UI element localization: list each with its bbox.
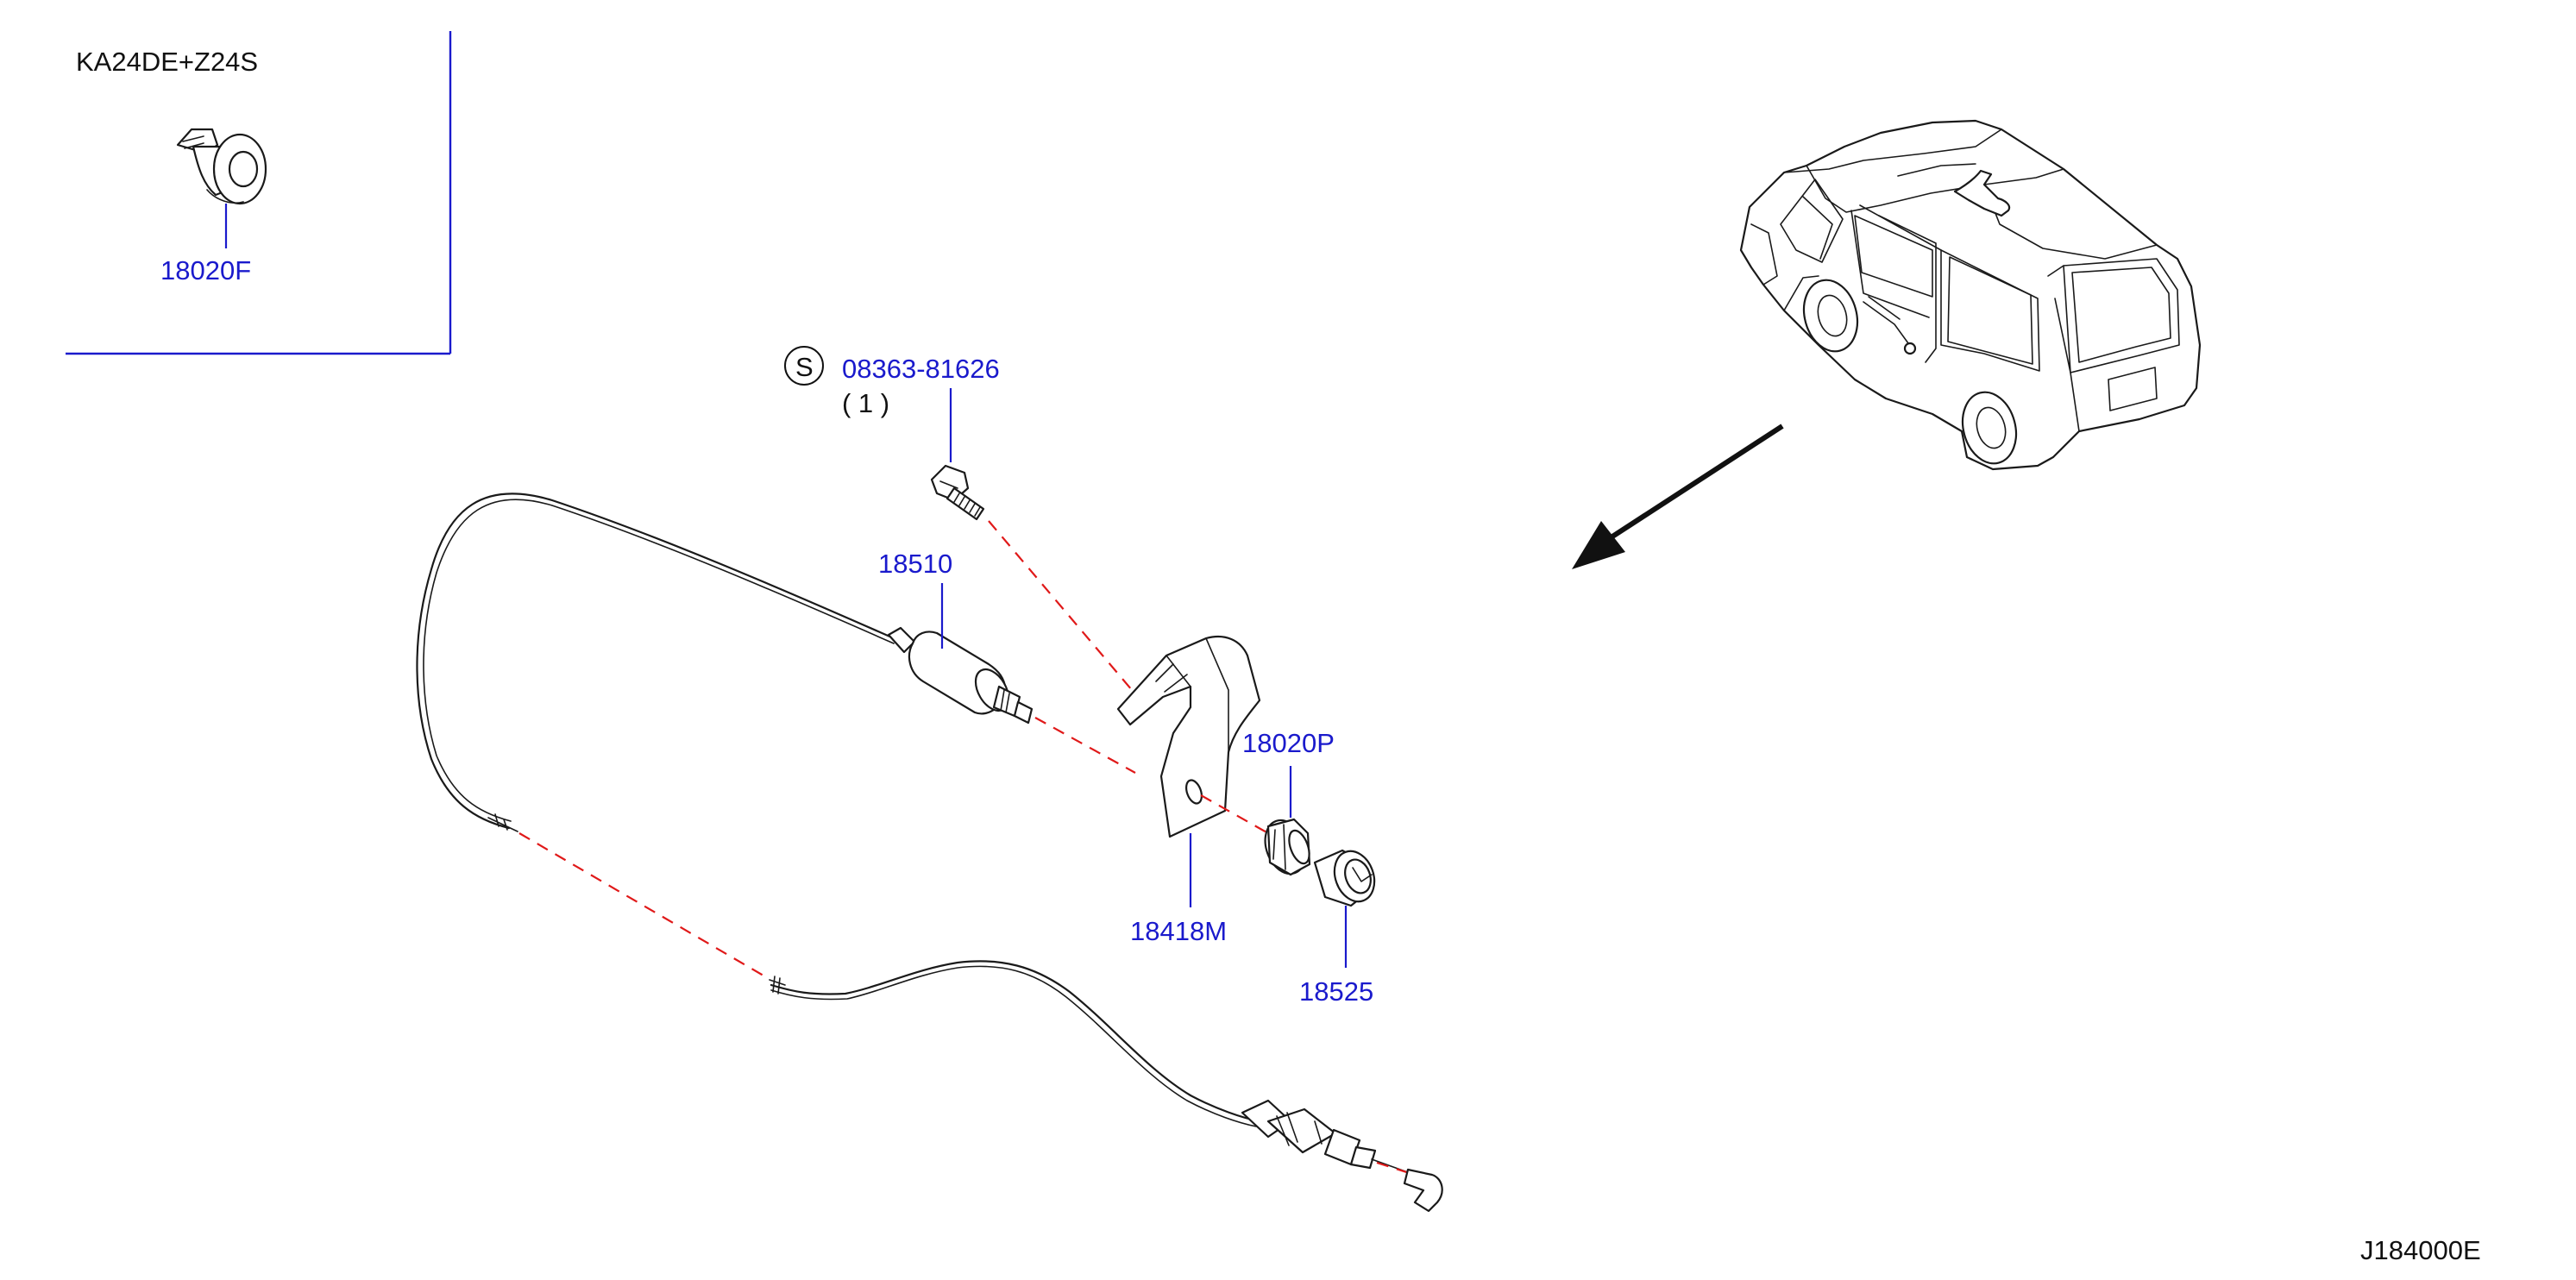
cable-housing-icon[interactable] (887, 583, 1034, 725)
variant-label: KA24DE+Z24S (76, 47, 258, 77)
cable-18510[interactable] (416, 493, 1261, 1127)
label-18020F[interactable]: 18020F (160, 255, 251, 285)
bolt-08363-icon[interactable] (930, 464, 985, 521)
cable-end-fitting-icon[interactable] (1241, 1099, 1443, 1213)
label-18418M[interactable]: 18418M (1130, 916, 1227, 946)
label-08363-81626[interactable]: 08363-81626 (842, 354, 1000, 384)
s-symbol-label: S (795, 352, 814, 382)
bracket-18418M-icon[interactable] (1116, 635, 1261, 907)
label-18525[interactable]: 18525 (1299, 976, 1373, 1007)
label-08363-qty: ( 1 ) (842, 388, 889, 418)
bolt-callout: S 08363-81626 ( 1 ) (784, 346, 1000, 462)
s-symbol-circle (784, 346, 824, 386)
grommet-18020P-icon[interactable] (1258, 766, 1313, 880)
label-18020P[interactable]: 18020P (1242, 728, 1335, 758)
label-18510[interactable]: 18510 (878, 549, 952, 579)
van-illustration (1739, 119, 2202, 471)
variant-inset: KA24DE+Z24S 18020F (66, 31, 452, 355)
drawing-code: J184000E (2360, 1235, 2481, 1265)
knob-18525-icon[interactable] (1313, 845, 1381, 968)
direction-arrow-icon (1572, 424, 1784, 569)
clip-18020F-icon[interactable] (176, 128, 267, 205)
